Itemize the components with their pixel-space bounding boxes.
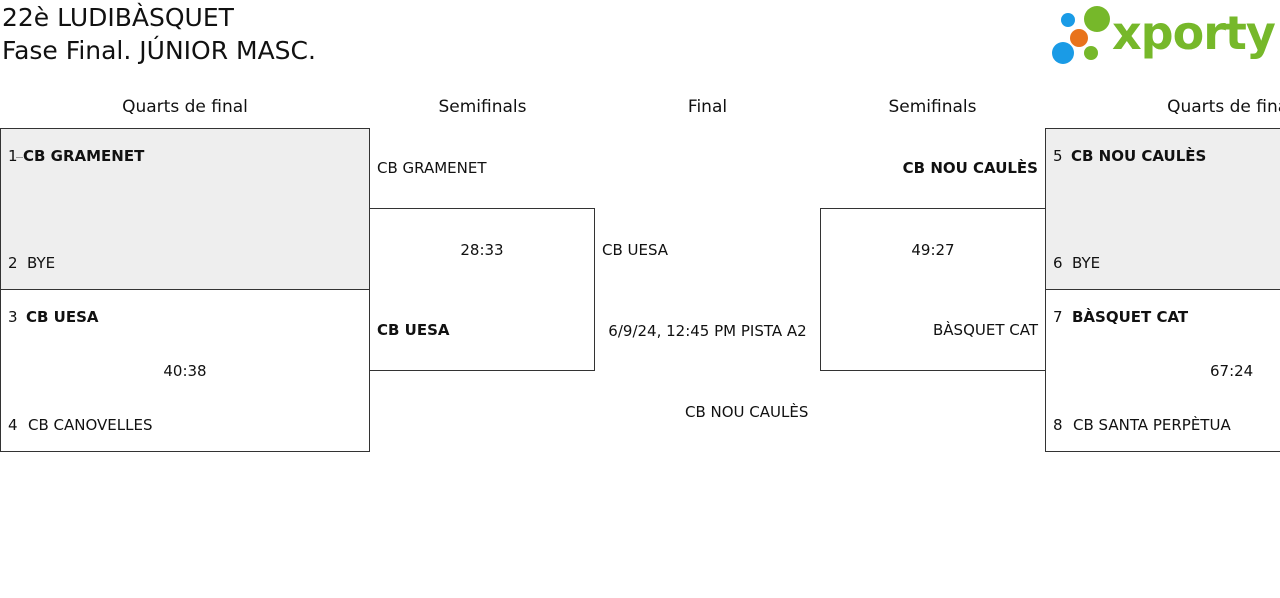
right-sf-match[interactable] [820,208,1046,371]
match-score: 40:38 [163,362,207,380]
team-name: CB UESA [377,321,450,339]
team-name: BYE [27,254,56,272]
seed-number: 7 [1053,308,1063,326]
seed-number: 2 [8,254,18,272]
logo-dot-blue-large [1052,42,1074,64]
match-score: 67:24 [1210,362,1254,380]
team-name: BÀSQUET CAT [1072,308,1189,326]
logo-dot-orange [1070,29,1088,47]
xporty-logo[interactable]: xporty [1050,2,1278,68]
right-qf-match-1[interactable] [1045,128,1280,290]
left-qf-match-1[interactable] [0,128,370,290]
logo-dot-blue-small [1061,13,1075,27]
seed-number: 5 [1053,147,1063,165]
seed-number: 6 [1053,254,1063,272]
final-match-info[interactable]: 6/9/24, 12:45 PM PISTA A2 [608,322,807,340]
logo-wordmark: xporty [1112,6,1276,60]
match-score: 28:33 [460,241,504,259]
team-name: CB GRAMENET [23,147,145,165]
match-score: 49:27 [911,241,955,259]
left-sf-match[interactable] [369,208,595,371]
round-header-left-quarters: Quarts de final [122,97,248,117]
right-qf-match-2[interactable] [1045,289,1280,452]
team-name: CB CANOVELLES [28,416,153,434]
round-header-left-semis: Semifinals [438,97,527,117]
seed-number: 8 [1053,416,1063,434]
page-subtitle: Fase Final. JÚNIOR MASC. [2,36,316,65]
page-title: 22è LUDIBÀSQUET [2,3,234,32]
team-name: CB NOU CAULÈS [685,403,809,421]
seed-number: 1 [8,147,18,165]
team-name: CB UESA [602,241,669,259]
seed-number: 4 [8,416,18,434]
round-header-right-semis: Semifinals [888,97,977,117]
team-name: CB NOU CAULÈS [1071,147,1207,165]
team-name: BÀSQUET CAT [933,321,1038,339]
seed-number: 3 [8,308,18,326]
logo-dot-green-small [1084,46,1098,60]
round-header-final: Final [687,97,728,117]
team-name: CB UESA [26,308,99,326]
team-name: CB NOU CAULÈS [902,159,1038,177]
round-header-right-quarters: Quarts de final [1167,97,1280,117]
team-name: CB GRAMENET [377,159,487,177]
team-name: BYE [1072,254,1101,272]
logo-dot-green-large [1084,6,1110,32]
seed-connector [16,157,23,158]
team-name: CB SANTA PERPÈTUA [1073,416,1231,434]
